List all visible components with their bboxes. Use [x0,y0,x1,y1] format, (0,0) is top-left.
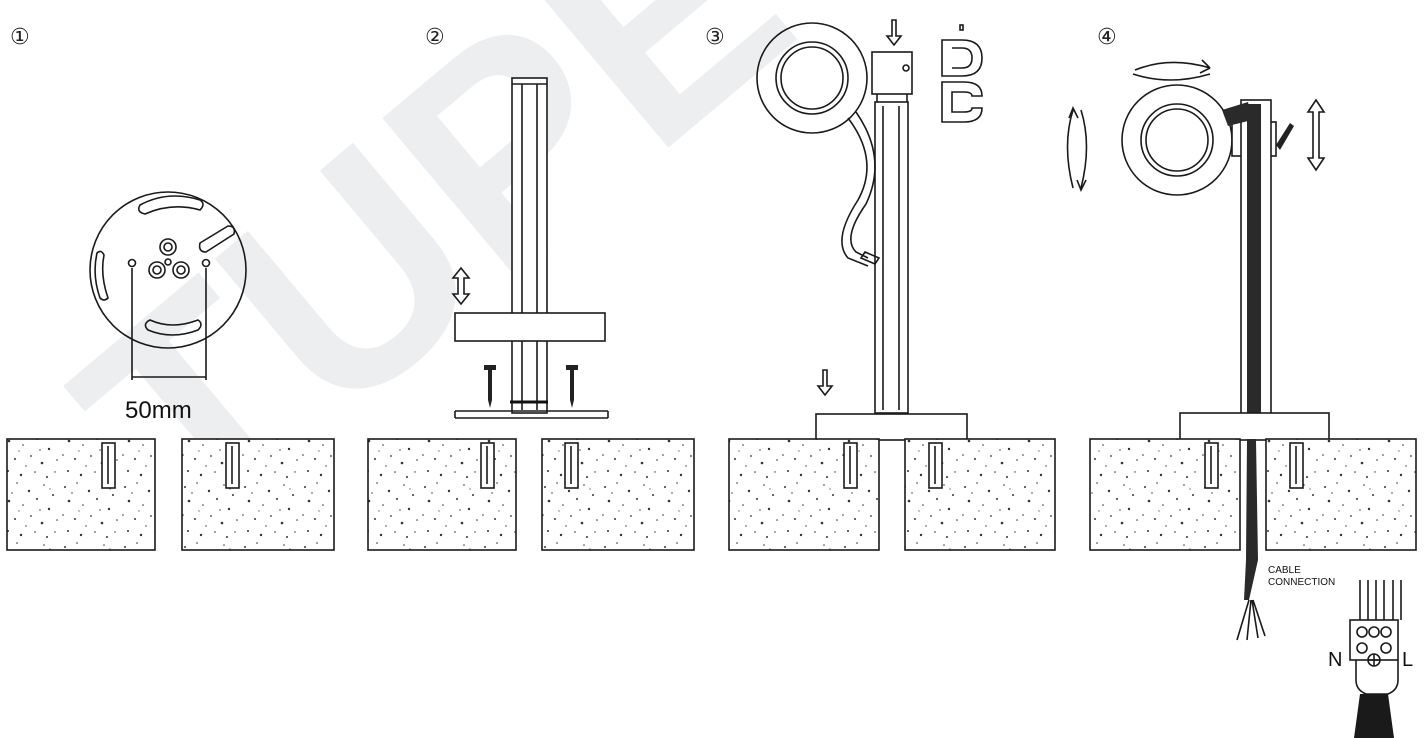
step-4-concrete-base [1089,438,1417,551]
cable-label-line2: CONNECTION [1268,577,1335,588]
step-3-lamp-mounting [756,19,983,441]
step-3-concrete-base [728,438,1056,551]
step-4-adjustment [1066,59,1330,641]
step-number-2: ② [425,25,445,50]
live-label: L [1402,649,1413,671]
terminal-block [1349,580,1402,738]
step-number-1: ① [10,25,30,50]
cable-label-line1: CABLE [1268,565,1301,576]
step-2-pole-assembly [451,77,609,419]
spacing-label: 50mm [125,397,192,424]
step-number-3: ③ [705,25,725,50]
step-number-4: ④ [1097,25,1117,50]
step-2-concrete-base [367,438,695,551]
step-1-mounting-plate [89,191,247,380]
neutral-label: N [1328,649,1342,671]
step-1-concrete-base [6,438,335,551]
